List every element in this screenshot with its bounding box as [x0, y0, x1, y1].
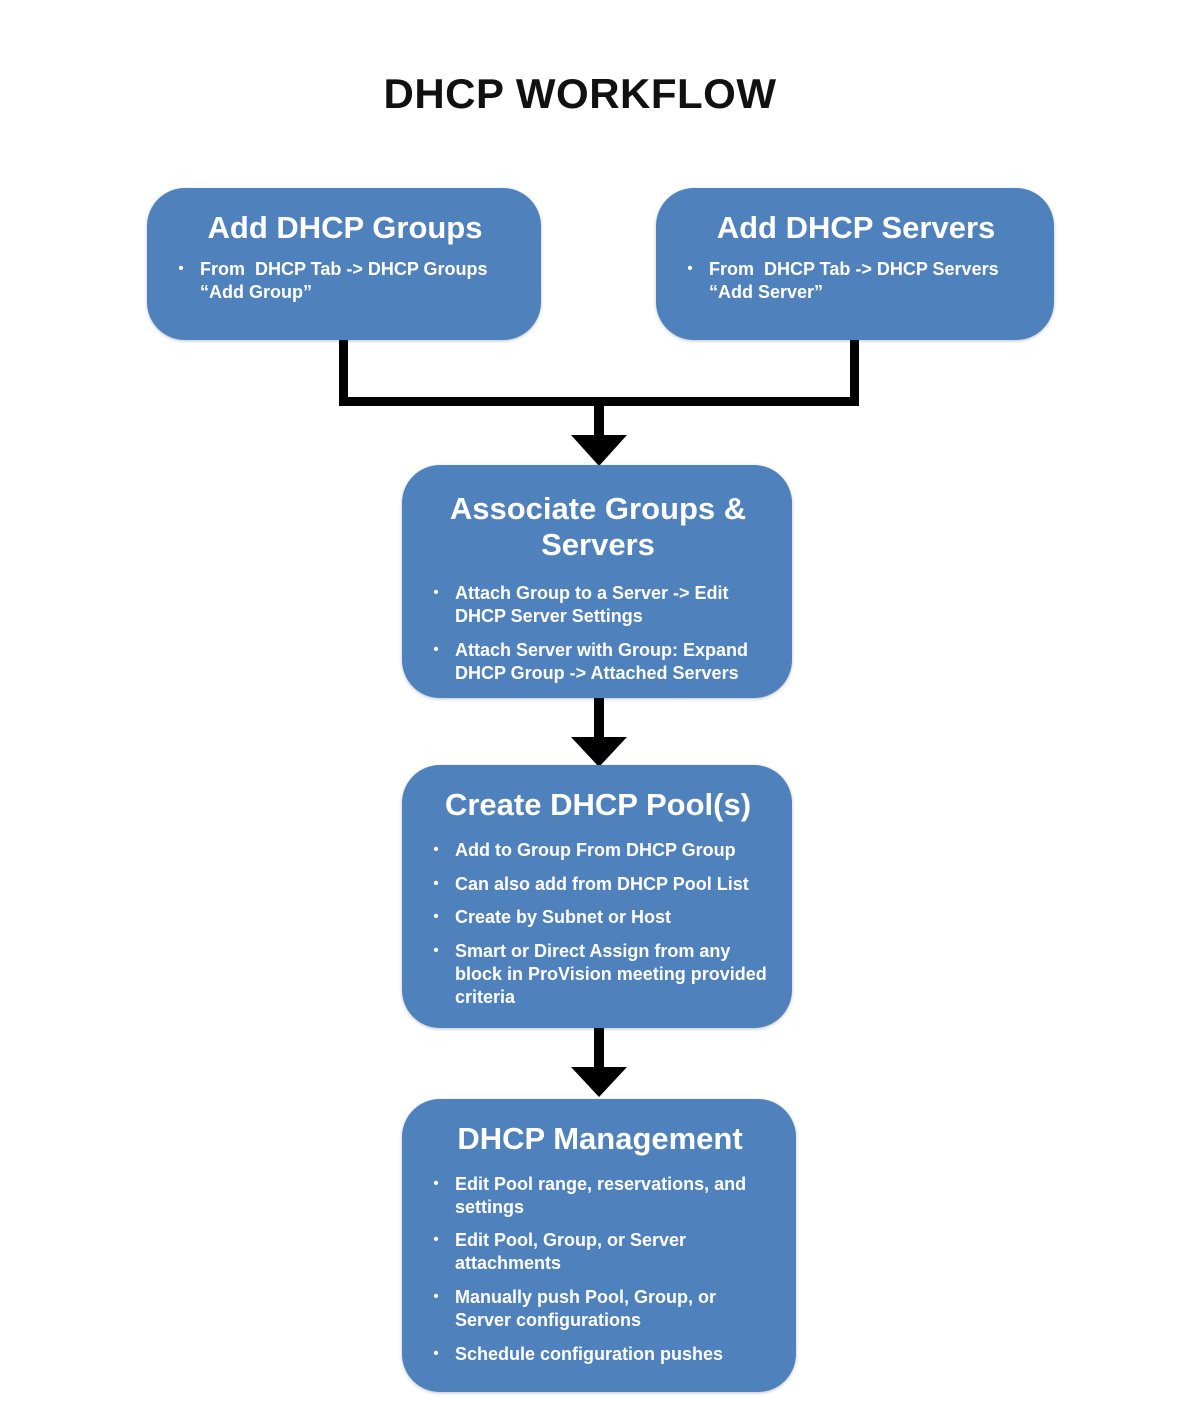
bullet-marker: •	[178, 259, 184, 277]
node-create-dhcp-pools: Create DHCP Pool(s) • Add to Group From …	[402, 765, 792, 1028]
arrow-down-icon	[571, 435, 627, 466]
merge-connector	[339, 338, 859, 466]
bullet-item: • Create by Subnet or Host	[430, 906, 770, 929]
bullet-item: • Edit Pool range, reservations, and set…	[430, 1173, 774, 1219]
bullet-text: Create by Subnet or Host	[455, 907, 672, 928]
bullet-list: • From DHCP Tab -> DHCP Servers “Add Ser…	[680, 258, 1032, 304]
bullet-list: • Edit Pool range, reservations, and set…	[426, 1173, 774, 1366]
bullet-marker: •	[433, 942, 439, 960]
bullet-marker: •	[433, 1174, 439, 1192]
bullet-list: • Attach Group to a Server -> Edit DHCP …	[426, 582, 770, 684]
bullet-item: • Manually push Pool, Group, or Server c…	[430, 1286, 774, 1332]
bullet-marker: •	[433, 1288, 439, 1306]
bullet-marker: •	[433, 641, 439, 658]
bullet-text: From DHCP Tab -> DHCP Groups “Add Group”	[200, 258, 488, 302]
arrow-down-icon	[571, 1067, 627, 1097]
connector-line-stem	[594, 397, 604, 437]
node-dhcp-management: DHCP Management • Edit Pool range, reser…	[402, 1099, 796, 1392]
bullet-item: • Attach Server with Group: Expand DHCP …	[430, 639, 770, 685]
connector-line-stem	[594, 1028, 604, 1069]
arrow-associate-to-pools	[571, 697, 627, 767]
bullet-text: From DHCP Tab -> DHCP Servers “Add Serve…	[709, 258, 999, 302]
bullet-marker: •	[687, 259, 693, 277]
bullet-marker: •	[433, 1344, 439, 1362]
node-add-dhcp-groups: Add DHCP Groups • From DHCP Tab -> DHCP …	[147, 188, 541, 340]
node-add-dhcp-servers: Add DHCP Servers • From DHCP Tab -> DHCP…	[656, 188, 1054, 340]
node-title: Associate Groups & Servers	[449, 491, 747, 562]
connector-line-left	[339, 338, 348, 406]
bullet-list: • From DHCP Tab -> DHCP Groups “Add Grou…	[171, 258, 519, 304]
connector-line-stem	[594, 697, 604, 739]
bullet-text: Manually push Pool, Group, or Server con…	[455, 1287, 717, 1330]
arrow-down-icon	[571, 737, 627, 767]
node-title: DHCP Management	[457, 1121, 743, 1156]
bullet-marker: •	[433, 908, 439, 926]
node-title: Create DHCP Pool(s)	[444, 787, 752, 822]
bullet-text: Edit Pool, Group, or Server attachments	[455, 1230, 687, 1274]
page-title: DHCP WORKFLOW	[383, 70, 777, 118]
bullet-item: • Attach Group to a Server -> Edit DHCP …	[430, 582, 770, 628]
node-associate-groups-servers: Associate Groups & Servers • Attach Grou…	[402, 465, 792, 698]
node-title: Add DHCP Servers	[716, 210, 996, 245]
bullet-list: • Add to Group From DHCP Group • Can als…	[426, 839, 770, 1009]
bullet-item: • Edit Pool, Group, or Server attachment…	[430, 1229, 774, 1275]
bullet-text: Smart or Direct Assign from any block in…	[455, 941, 767, 1007]
bullet-text: Add to Group From DHCP Group	[455, 839, 736, 860]
bullet-item: • From DHCP Tab -> DHCP Groups “Add Grou…	[175, 258, 519, 304]
bullet-marker: •	[433, 840, 439, 858]
connector-line-horizontal	[339, 397, 859, 406]
arrow-pools-to-management	[571, 1028, 627, 1097]
bullet-item: • Add to Group From DHCP Group	[430, 839, 770, 862]
bullet-text: Schedule configuration pushes	[455, 1343, 724, 1364]
bullet-item: • From DHCP Tab -> DHCP Servers “Add Ser…	[684, 258, 1032, 304]
bullet-item: • Smart or Direct Assign from any block …	[430, 940, 770, 1009]
node-title: Add DHCP Groups	[207, 210, 483, 245]
bullet-marker: •	[433, 584, 439, 602]
connector-line-right	[850, 338, 859, 406]
bullet-item: • Can also add from DHCP Pool List	[430, 873, 770, 896]
bullet-text: Attach Server with Group: Expand DHCP Gr…	[455, 640, 749, 683]
bullet-text: Edit Pool range, reservations, and setti…	[455, 1173, 747, 1217]
bullet-text: Attach Group to a Server -> Edit DHCP Se…	[455, 583, 729, 627]
bullet-marker: •	[433, 874, 439, 892]
bullet-item: • Schedule configuration pushes	[430, 1343, 774, 1366]
bullet-marker: •	[433, 1231, 439, 1249]
bullet-text: Can also add from DHCP Pool List	[455, 873, 749, 894]
